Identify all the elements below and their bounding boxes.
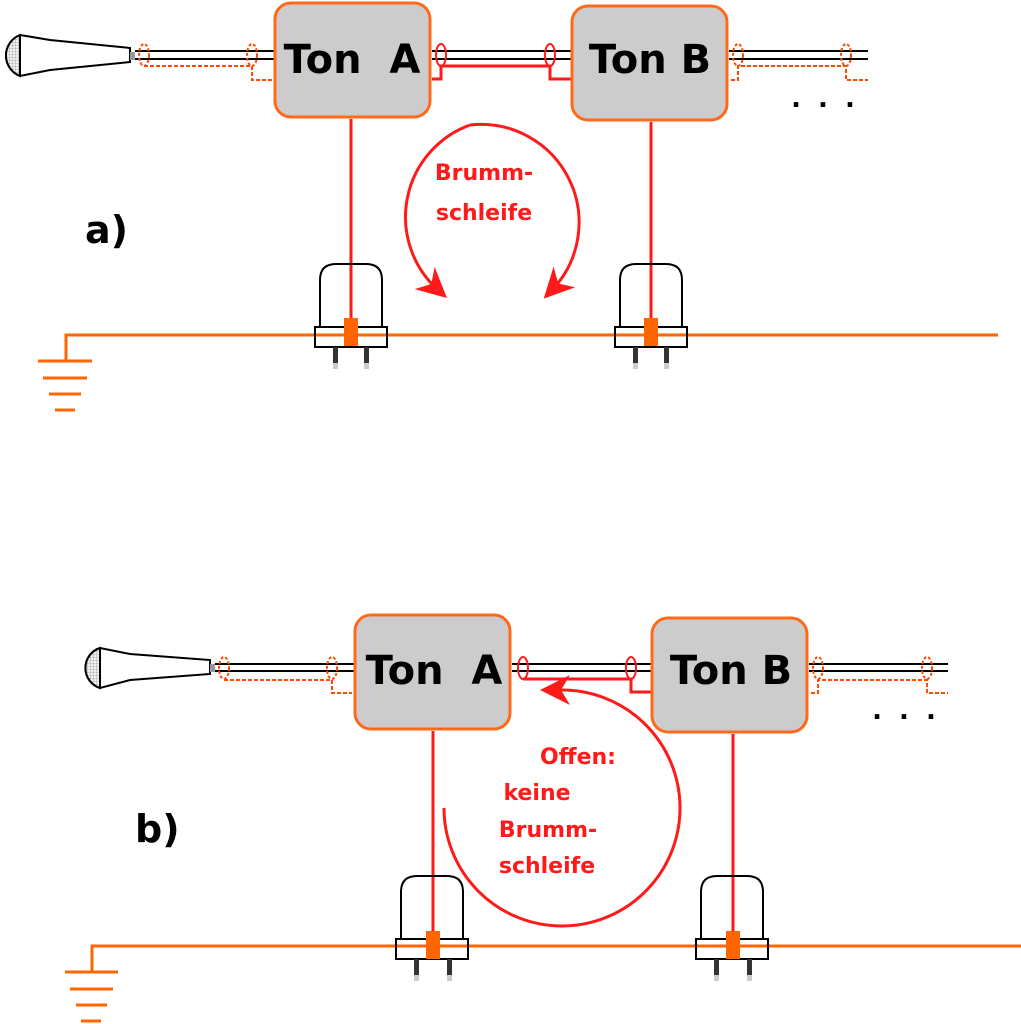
panel-a: Ton A Ton B . . . (4, 1, 998, 412)
panel-label-a: a) (85, 208, 128, 252)
mains-plug-icon (695, 875, 769, 981)
annotation-line: schleife (499, 854, 595, 879)
shield-clamp (138, 43, 150, 67)
annotation-line: keine (503, 781, 570, 806)
annotation-line: schleife (436, 201, 532, 226)
shield-clamp (435, 43, 447, 67)
annotation-line: Offen: (540, 745, 616, 770)
ground-symbol-icon (65, 970, 118, 1023)
device-b-label: Ton B (670, 648, 792, 694)
ground-symbol-icon (38, 359, 92, 412)
shield-clamp (218, 656, 230, 680)
hum-loop-arrow-left (404, 123, 471, 299)
cable-shield-open (523, 677, 652, 694)
cable-shield (432, 64, 572, 81)
shield-clamp (326, 656, 338, 680)
microphone-icon (4, 33, 135, 78)
microphone-icon (84, 646, 215, 690)
mains-earth-line (64, 333, 998, 360)
device-a-label: Ton A (284, 37, 421, 83)
hum-loop-arrow-right (469, 122, 581, 299)
mains-plug-icon (395, 875, 469, 981)
outgoing-cable: . . . (729, 43, 868, 114)
shield-clamp (732, 43, 744, 67)
shield-clamp (246, 43, 258, 67)
device-ton-a: Ton A (273, 1, 432, 119)
shield-clamp (544, 43, 556, 67)
mains-plug-icon (614, 263, 688, 369)
mains-earth-line (90, 944, 1021, 972)
interconnect-cable (512, 656, 652, 694)
shield-clamp (921, 656, 933, 680)
device-b-label: Ton B (589, 37, 711, 83)
device-a-label: Ton A (366, 648, 503, 694)
shield-clamp (517, 656, 529, 680)
cable-shield (224, 679, 352, 694)
panel-label-b: b) (135, 807, 180, 851)
shield-clamp (812, 656, 824, 680)
cable-shield (731, 65, 868, 81)
annotation-line: Brumm- (435, 161, 533, 186)
device-ton-b: Ton B (650, 616, 809, 734)
mains-plug-icon (314, 263, 388, 369)
interconnect-cable (432, 43, 572, 81)
continuation-dots: . . . (791, 84, 859, 114)
shield-clamp (840, 43, 852, 67)
annotation-line: Brumm- (499, 818, 597, 843)
device-ton-b: Ton B (570, 4, 729, 122)
device-ton-a: Ton A (353, 613, 512, 731)
continuation-dots: . . . (872, 696, 940, 726)
mic-cable (135, 43, 275, 81)
cable-shield (811, 679, 948, 694)
outgoing-cable: . . . (809, 656, 948, 726)
cable-shield (144, 65, 272, 81)
shield-clamp (625, 656, 637, 680)
mic-cable (215, 656, 355, 694)
open-loop-arrow (442, 675, 682, 928)
panel-b: Ton A Ton B . . . (65, 613, 1021, 1023)
